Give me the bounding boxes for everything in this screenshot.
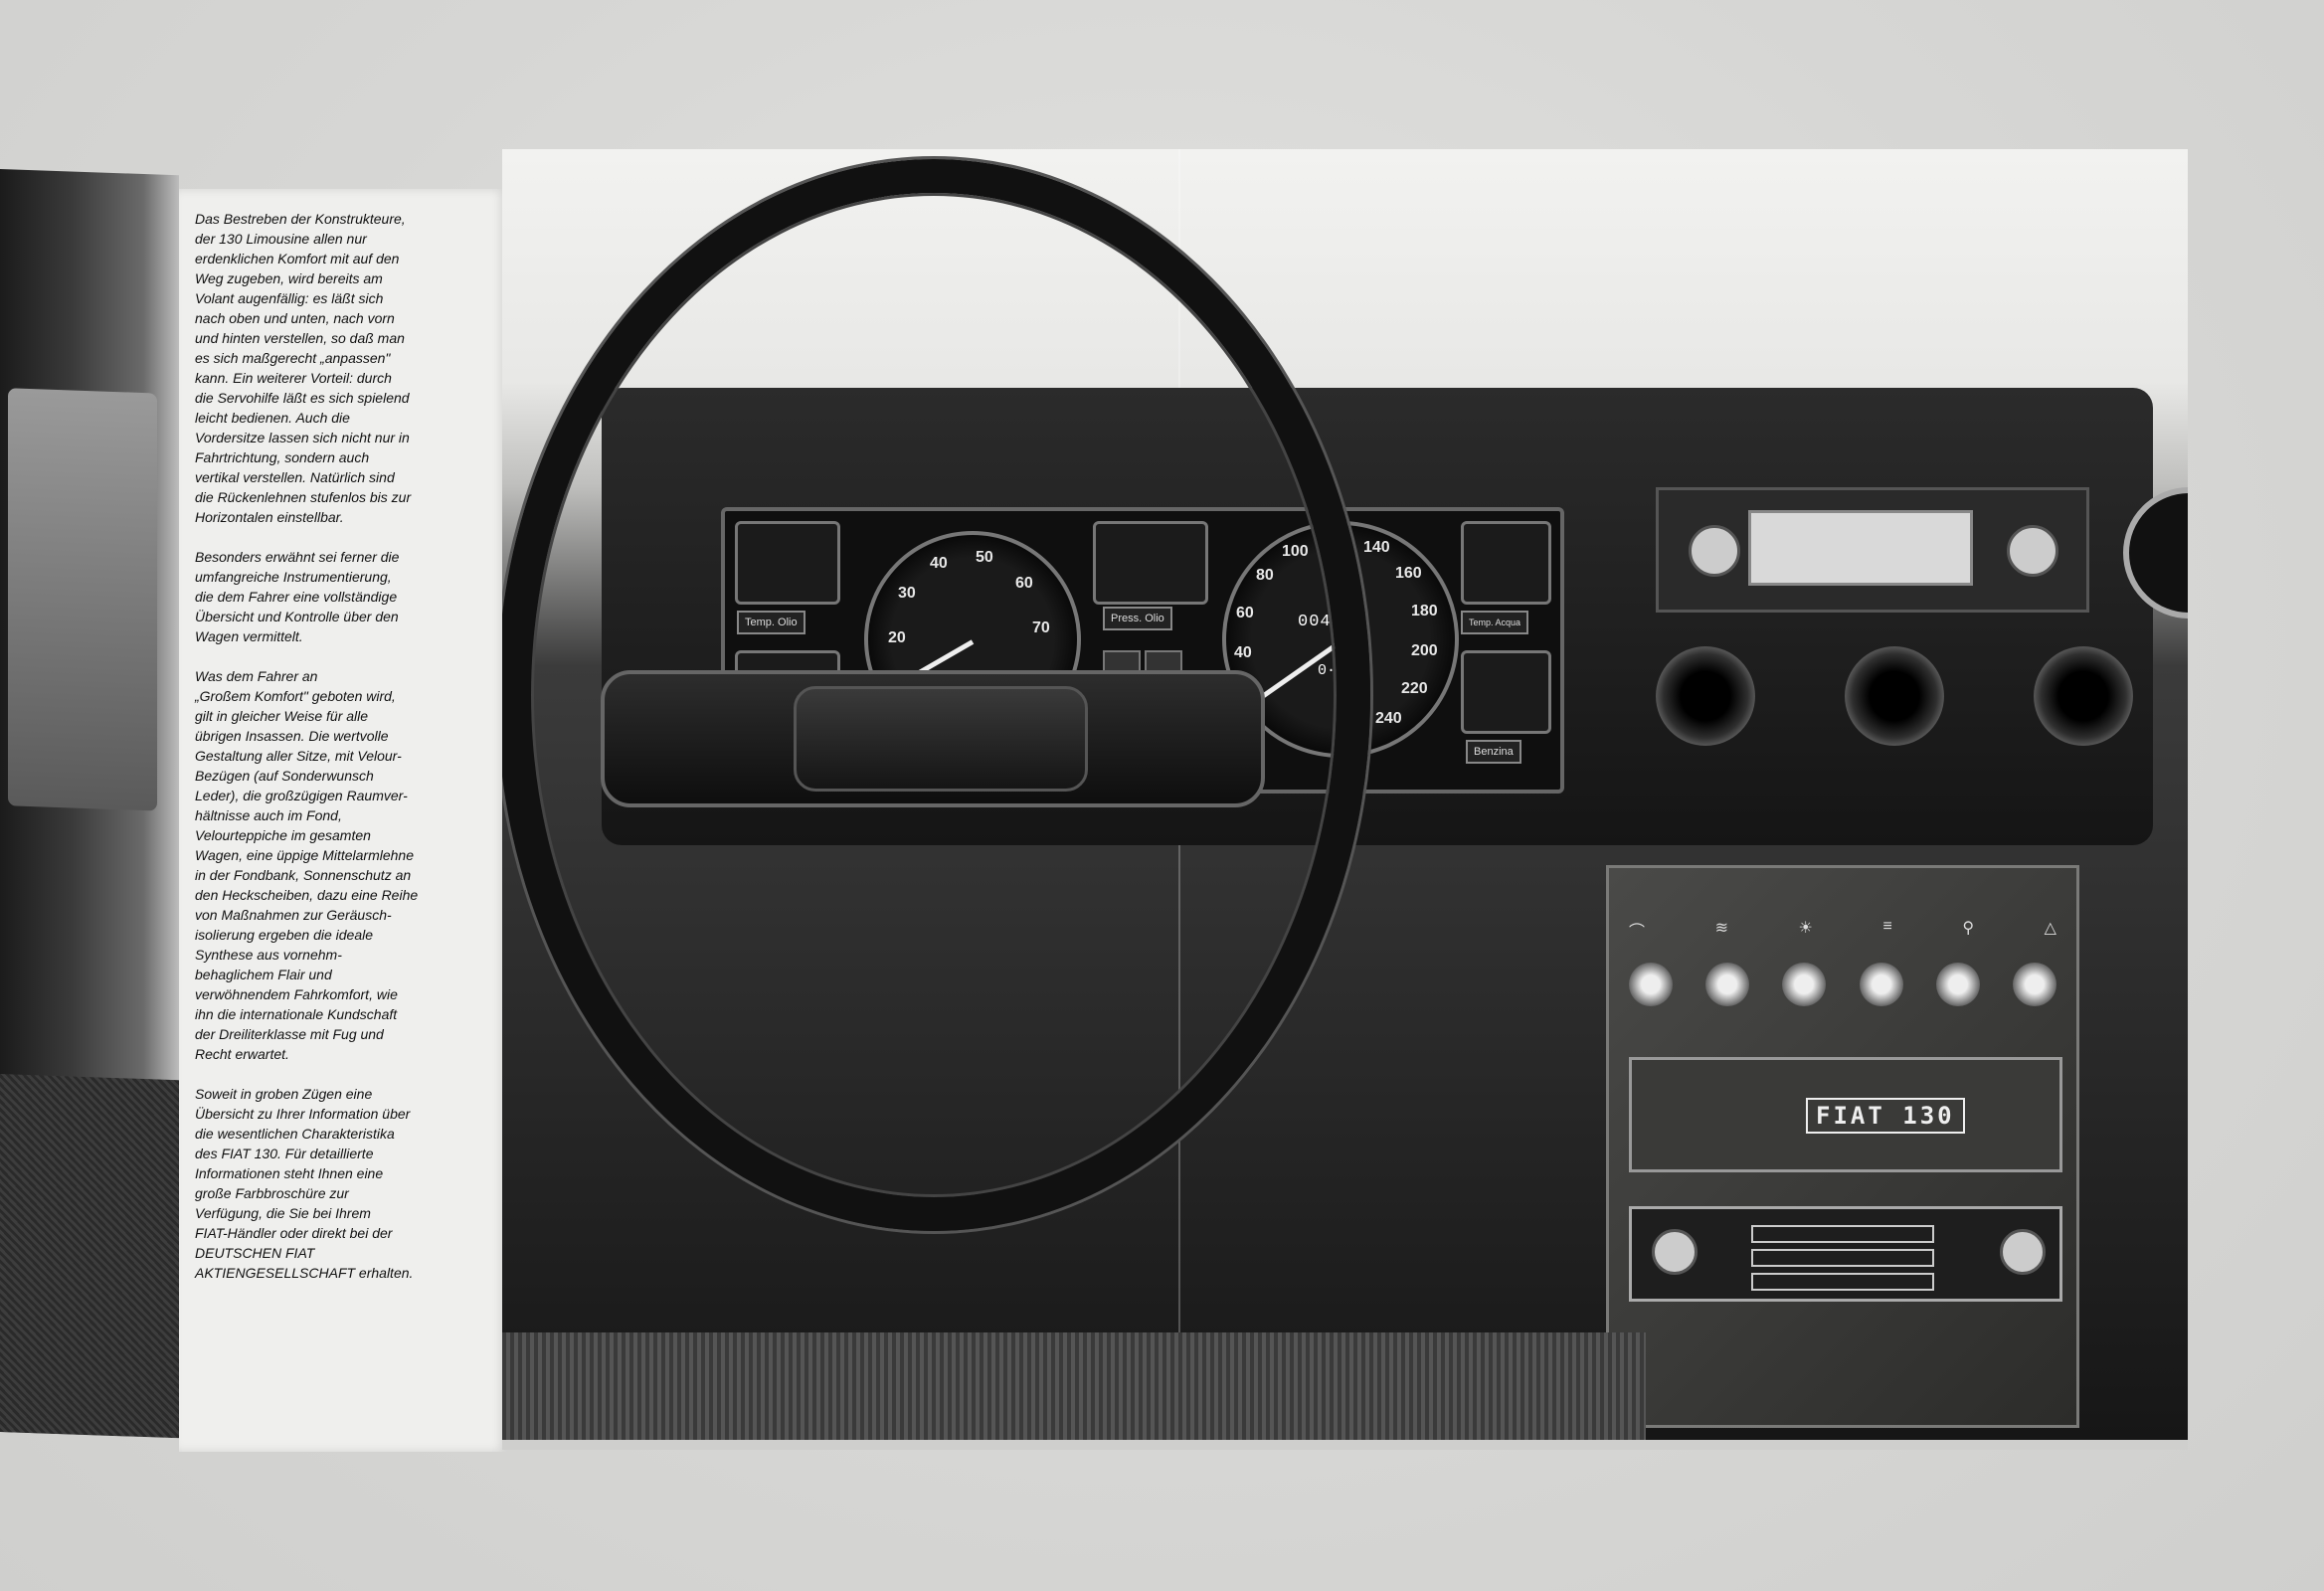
speedo-number: 200 (1411, 642, 1438, 659)
wiper-icon: ⌒ (1629, 924, 1646, 941)
toggle-switch (1935, 963, 1980, 1006)
paper-edge (502, 1440, 2188, 1450)
speedo-number: 160 (1395, 565, 1422, 582)
climate-slider (1751, 1273, 1934, 1291)
hazard-icon: △ (2044, 920, 2056, 937)
photo-console (8, 388, 157, 811)
text-page: Das Bestreben der Konstrukteure, der 130… (179, 189, 507, 1452)
console-badge-panel: FIAT 130 (1629, 1057, 2062, 1172)
toggle-switch (2012, 963, 2056, 1006)
air-vent (1845, 646, 1944, 746)
interior-light-icon: ☀ (1798, 920, 1813, 937)
paragraph-2: Besonders erwähnt sei ferner die umfangr… (195, 549, 400, 644)
car-radio (1656, 487, 2089, 613)
paragraph-1: Das Bestreben der Konstrukteure, der 130… (195, 211, 412, 525)
toggle-switch (1782, 963, 1827, 1006)
air-vent (1656, 646, 1755, 746)
fog-light-icon: ≡ (1882, 918, 1892, 935)
toggle-switch (1629, 963, 1673, 1006)
toggle-switch (1859, 963, 1903, 1006)
brochure-spread: Das Bestreben der Konstrukteure, der 130… (0, 149, 2188, 1452)
horn-pad (794, 686, 1088, 792)
steering-hub (601, 670, 1265, 807)
plate-water-temp: Temp. Acqua (1461, 611, 1529, 634)
plate-fuel: Benzina (1466, 740, 1521, 764)
switch-icon-strip: ⌒ ≋ ☀ ≡ ⚲ △ (1629, 918, 2056, 941)
water-temp-gauge (1461, 521, 1551, 605)
left-interior-photo (0, 169, 179, 1439)
dashboard-clock (2123, 487, 2188, 619)
fiat-130-badge: FIAT 130 (1806, 1098, 1965, 1134)
paragraph-4: Soweit in groben Zügen eine Übersicht zu… (195, 1086, 414, 1281)
rear-defrost-icon: ≋ (1714, 920, 1728, 937)
climate-knob (1652, 1229, 1698, 1275)
seat-fabric (502, 1332, 1646, 1442)
climate-control (1629, 1206, 2062, 1302)
climate-slider (1751, 1249, 1934, 1267)
speedo-number: 140 (1363, 539, 1390, 556)
fan-icon: ⚲ (1962, 920, 1975, 937)
toggle-switch (1705, 963, 1750, 1006)
speedo-number: 220 (1401, 680, 1428, 697)
paragraph-3: Was dem Fahrer an „Großem Komfort" gebot… (195, 668, 419, 1062)
climate-slider (1751, 1225, 1934, 1243)
radio-knob-right (2007, 525, 2058, 577)
climate-knob (2000, 1229, 2046, 1275)
dashboard-photo: Temp. Olio 10 20 30 40 50 60 70 80 Press… (502, 149, 2188, 1442)
center-console: ⌒ ≋ ☀ ≡ ⚲ △ FIAT 130 (1606, 865, 2079, 1428)
radio-face (1748, 510, 1973, 586)
body-text: Das Bestreben der Konstrukteure, der 130… (195, 209, 493, 1303)
speedo-number: 240 (1375, 710, 1402, 727)
fuel-gauge (1461, 650, 1551, 734)
steering-wheel (502, 159, 1370, 1231)
photo-seat (0, 1074, 179, 1439)
air-vent (2034, 646, 2133, 746)
speedo-number: 180 (1411, 603, 1438, 619)
radio-knob-left (1689, 525, 1740, 577)
toggle-switch-row (1629, 963, 2056, 1022)
